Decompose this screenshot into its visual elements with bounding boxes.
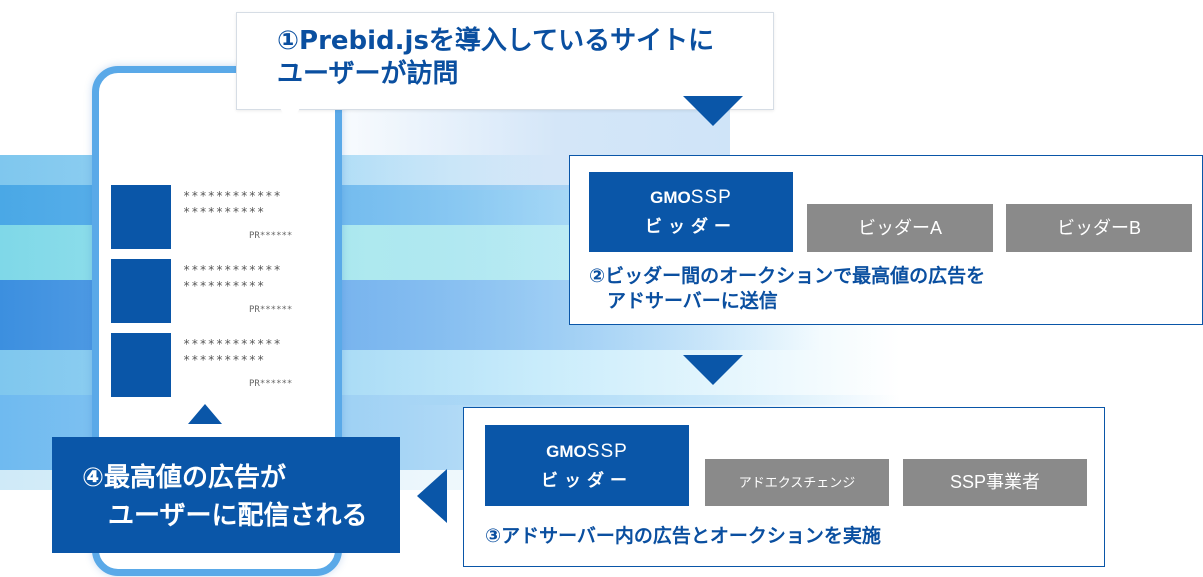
bidder-auction-box: GMOSSP ビッダー ビッダーA ビッダーB ②ビッダー間のオークションで最高… xyxy=(569,155,1203,325)
ad-text-line: ********** xyxy=(183,205,266,219)
callout-tail xyxy=(280,108,300,126)
ad-server-auction-box: GMOSSP ビッダー アドエクスチェンジ SSP事業者 ③アドサーバー内の広告… xyxy=(463,407,1105,567)
bidder-b-badge: ビッダーB xyxy=(1006,204,1192,252)
ad-text-line: ************ xyxy=(183,337,282,351)
ad-list-item: ************ ********** PR****** xyxy=(111,333,331,401)
left-arrow-icon xyxy=(417,469,447,523)
step4-line2: ユーザーに配信される xyxy=(108,501,368,531)
ssp-vendor-badge: SSP事業者 xyxy=(903,459,1087,506)
ad-list-item: ************ ********** PR****** xyxy=(111,185,331,253)
ad-thumbnail xyxy=(111,185,171,249)
step4-line1: ④最高値の広告が xyxy=(82,463,287,493)
step1-line2: ユーザーが訪問 xyxy=(277,59,459,89)
ad-pr-label: PR****** xyxy=(249,379,293,389)
step1-callout: ①Prebid.jsを導入しているサイトに ユーザーが訪問 xyxy=(236,12,774,110)
step2-text: ②ビッダー間のオークションで最高値の広告を アドサーバーに送信 xyxy=(589,264,985,314)
gmo-ssp-bidder-badge: GMOSSP ビッダー xyxy=(589,172,793,252)
gmo-bidder-label: ビッダー xyxy=(645,217,737,237)
step2-line2: アドサーバーに送信 xyxy=(607,290,778,312)
step2-line1: ②ビッダー間のオークションで最高値の広告を xyxy=(589,265,986,287)
ad-pr-label: PR****** xyxy=(249,231,293,241)
bidder-a-badge: ビッダーA xyxy=(807,204,993,252)
ad-thumbnail xyxy=(111,333,171,397)
up-arrow-icon xyxy=(188,404,222,424)
ad-text-line: ************ xyxy=(183,189,282,203)
step1-text: ①Prebid.jsを導入しているサイトに ユーザーが訪問 xyxy=(277,25,714,91)
gmo-bidder-label: ビッダー xyxy=(541,471,633,491)
step4-text: ④最高値の広告が ユーザーに配信される xyxy=(82,459,367,535)
ad-text-line: ************ xyxy=(183,263,282,277)
step4-result-box: ④最高値の広告が ユーザーに配信される xyxy=(52,437,400,553)
ad-exchange-badge: アドエクスチェンジ xyxy=(705,459,889,506)
gmo-ssp-bidder-badge: GMOSSP ビッダー xyxy=(485,425,689,506)
gmo-ssp-logo: GMOSSP xyxy=(650,187,732,208)
step1-line1: ①Prebid.jsを導入しているサイトに xyxy=(277,26,715,56)
down-arrow-icon xyxy=(683,355,743,385)
ad-list-item: ************ ********** PR****** xyxy=(111,259,331,327)
ad-thumbnail xyxy=(111,259,171,323)
step3-text: ③アドサーバー内の広告とオークションを実施 xyxy=(485,525,881,547)
gmo-ssp-logo: GMOSSP xyxy=(546,441,628,462)
ad-text-line: ********** xyxy=(183,279,266,293)
ad-pr-label: PR****** xyxy=(249,305,293,315)
ad-text-line: ********** xyxy=(183,353,266,367)
down-arrow-icon xyxy=(683,96,743,126)
